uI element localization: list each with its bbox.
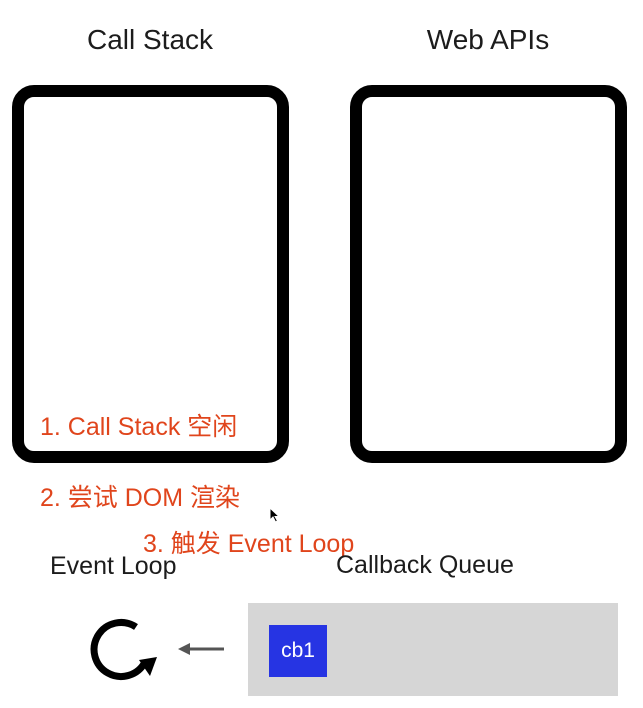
callback-item-cb1: cb1 xyxy=(269,625,327,677)
step-3-note: 3. 触发 Event Loop xyxy=(143,530,355,558)
loop-arrow-icon xyxy=(90,619,157,680)
call-stack-title: Call Stack xyxy=(86,24,214,55)
web-apis-box xyxy=(350,85,627,463)
web-apis-title: Web APIs xyxy=(426,24,550,55)
step-2-note: 2. 尝试 DOM 渲染 xyxy=(40,484,241,512)
mouse-cursor-icon xyxy=(269,507,281,523)
left-arrow-icon xyxy=(178,643,224,655)
event-loop-label: Event Loop xyxy=(50,552,177,580)
call-stack-box xyxy=(12,85,289,463)
step-1-note: 1. Call Stack 空闲 xyxy=(40,413,238,441)
callback-queue-label: Callback Queue xyxy=(336,551,514,579)
